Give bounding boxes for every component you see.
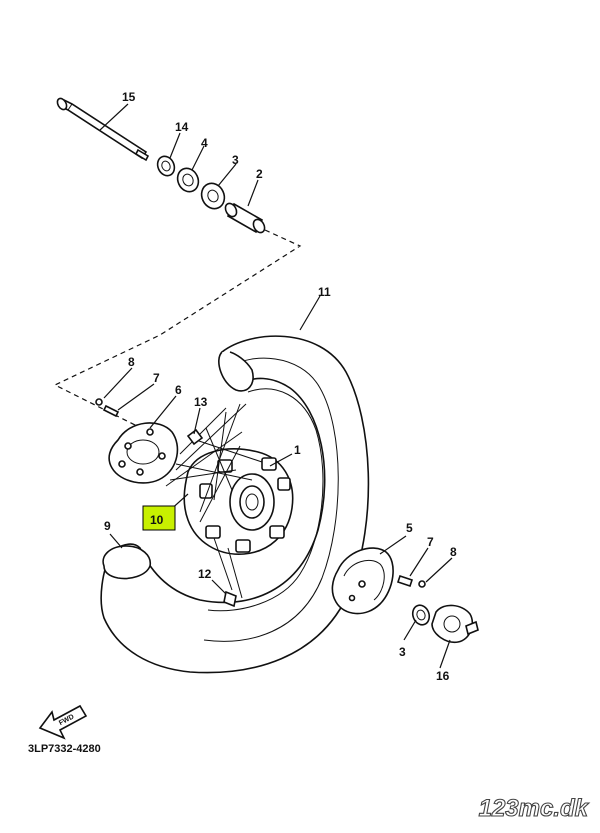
callout-16: 16 bbox=[436, 669, 450, 683]
callout-1: 1 bbox=[294, 443, 301, 457]
part-spacer bbox=[224, 202, 266, 234]
part-bolt-right bbox=[396, 574, 414, 588]
callout-numbers: 15 14 4 3 2 11 8 7 6 13 1 10 9 12 5 7 8 … bbox=[104, 90, 457, 683]
part-oil-seal bbox=[156, 155, 176, 177]
part-spoke-nipple bbox=[223, 590, 237, 608]
leader-lines bbox=[99, 103, 453, 669]
callout-4: 4 bbox=[201, 136, 208, 150]
callout-6: 6 bbox=[175, 383, 182, 397]
part-washer-left bbox=[95, 398, 103, 406]
highlight-box bbox=[142, 505, 176, 531]
part-bearing-upper bbox=[176, 167, 200, 193]
fwd-arrow-icon: FWD bbox=[38, 704, 88, 740]
part-bolt-left bbox=[102, 404, 120, 418]
callout-14: 14 bbox=[175, 120, 189, 134]
callout-3: 3 bbox=[232, 153, 239, 167]
callout-7: 7 bbox=[153, 371, 160, 385]
part-bearing-lower bbox=[200, 182, 226, 210]
part-washer-right bbox=[418, 580, 426, 588]
watermark: 123mc.dk bbox=[479, 795, 590, 822]
part-disc-plate bbox=[108, 422, 179, 484]
callout-5: 5 bbox=[406, 521, 413, 535]
callout-8-right: 8 bbox=[450, 545, 457, 559]
callout-8: 8 bbox=[128, 355, 135, 369]
callout-10: 10 bbox=[150, 513, 164, 527]
callout-11: 11 bbox=[318, 285, 331, 299]
part-axle bbox=[56, 97, 150, 162]
callout-15: 15 bbox=[122, 90, 136, 104]
callout-2: 2 bbox=[256, 167, 263, 181]
callout-12: 12 bbox=[198, 567, 212, 581]
callout-7-right: 7 bbox=[427, 535, 434, 549]
part-brake-plate bbox=[331, 547, 394, 615]
callout-3-right: 3 bbox=[399, 645, 406, 659]
part-meter-gear bbox=[431, 604, 479, 644]
diagram-code: 3LP7332-4280 bbox=[28, 743, 101, 755]
part-tire bbox=[100, 335, 370, 674]
callout-9: 9 bbox=[104, 519, 111, 533]
part-hub bbox=[183, 448, 294, 555]
callout-13: 13 bbox=[194, 395, 208, 409]
part-bearing-right bbox=[411, 604, 431, 626]
part-spokes bbox=[165, 403, 263, 599]
